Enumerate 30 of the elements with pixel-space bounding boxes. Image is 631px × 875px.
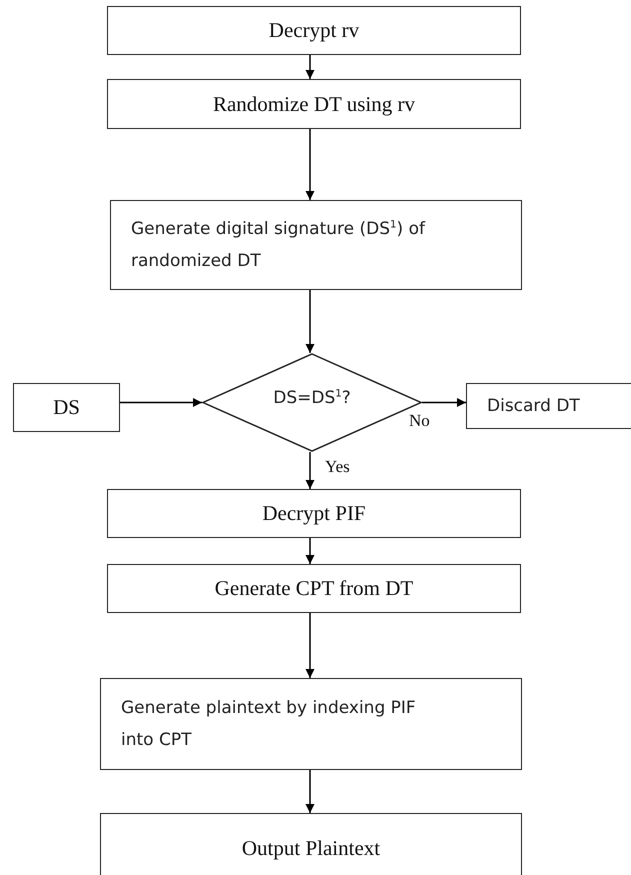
box-text: Discard DT: [487, 394, 580, 418]
box-text: DS: [53, 395, 80, 420]
arrow: [120, 398, 202, 407]
box-text: DS=DS$^{1}$?: [273, 387, 351, 410]
process-box: [107, 79, 521, 129]
arrow: [306, 538, 314, 564]
box-text: Generate CPT from DT: [214, 576, 414, 601]
process-box: [107, 6, 521, 55]
edge-label: Yes: [324, 458, 351, 475]
box-text: Decrypt PIF: [262, 501, 366, 526]
arrow: [306, 129, 314, 200]
arrow: [306, 613, 314, 678]
box-text: Generate plaintext by indexing PIF into CPT: [121, 696, 417, 752]
box-text: Output Plaintext: [242, 836, 380, 860]
process-box: [110, 200, 522, 290]
process-box: [107, 489, 521, 538]
process-box: [100, 678, 522, 770]
arrow: [306, 290, 314, 353]
arrow: [306, 55, 314, 79]
process-box: [466, 383, 631, 429]
box-text: Generate digital signature (DS$^{1}$) of randomized DT: [131, 218, 426, 273]
arrow: [306, 452, 314, 489]
arrow: [306, 770, 314, 813]
edge-label: No: [408, 412, 431, 429]
output-box: [100, 813, 522, 875]
box-text: Decrypt rv: [268, 18, 360, 43]
input-box: [13, 383, 120, 432]
arrow: [422, 398, 466, 407]
box-text: Randomize DT using rv: [212, 92, 415, 116]
process-box: [107, 564, 521, 613]
